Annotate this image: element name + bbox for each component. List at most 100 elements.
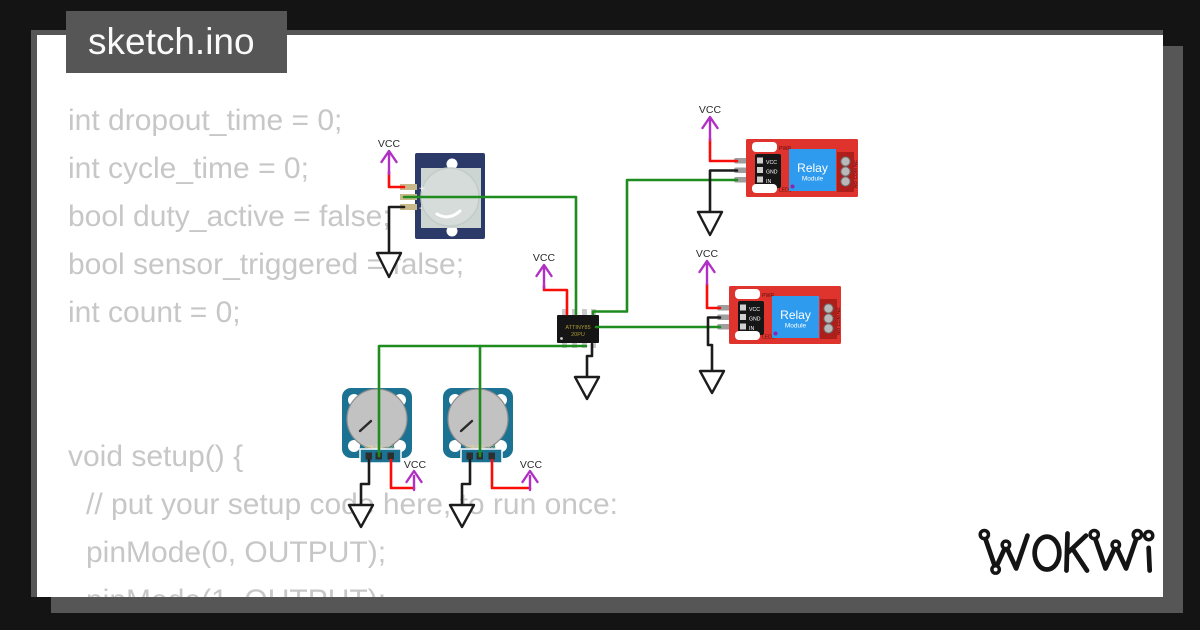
relay-header-pin [740,314,746,320]
pot-pin [365,452,372,460]
wire-relay2-gnd [706,316,722,372]
pot-vcc-label: VCC [488,444,497,449]
vcc-arrow-icon [701,115,719,142]
vcc-label: VCC [520,459,543,471]
relay-pin-in-label: IN [766,179,771,185]
potentiometer-1: GND SIG VCC [342,388,412,464]
vcc-label: VCC [378,138,401,150]
relay-led1-label: LED1 [762,335,775,341]
wire-chip-gnd [585,342,594,378]
chip-label-2: 20PU [571,332,585,338]
pot-vcc-label: VCC [387,444,396,449]
relay-terminal [823,323,834,334]
relay-terminal-labels: NO COM NC [853,159,859,188]
relay-module-2: PWR VCC GND IN LED1 Relay Module N [717,286,842,344]
relay-header-pin [757,157,763,164]
vcc-labels: VCC VCC VCC VCC VCC VCC [378,104,722,471]
vcc-label: VCC [533,252,556,264]
pot-gnd-label: GND [465,444,474,449]
pot-gnd-label: GND [364,444,373,449]
relay-pin-gnd-label: GND [749,317,761,323]
wire-pot2-gnd [460,458,472,506]
ground-icon [573,375,601,401]
relay-pwr-led [735,289,760,299]
pot-pin [466,452,473,460]
relay-block [789,149,836,191]
pot-hole [348,440,360,452]
wire-chip-to-relay1-in [591,178,739,316]
pir-plus-label: + [419,184,425,195]
wire-pot2-vcc [490,458,532,490]
chip-pin [572,309,577,316]
ground-icon [448,503,476,529]
wire-pir-out-to-chip [402,195,578,316]
chip-pin [562,309,567,316]
pot-pin [387,452,394,460]
wokwi-logo-nodes [978,528,1155,575]
canvas-card: int dropout_time = 0; int cycle_time = 0… [31,30,1163,597]
code-line: int dropout_time = 0; [68,104,343,137]
relay-header-pin [740,323,746,330]
relay-dot [790,184,795,189]
circuit-diagram: + - ATTINY85 20PU [342,104,859,529]
relay-pin-in-label: IN [749,326,754,332]
relay-header-pin [757,167,763,173]
vcc-arrow-icon [535,263,553,290]
relay-pwr-label: PWR [779,146,791,152]
vcc-arrow-icon [405,469,423,492]
ground-icon [375,251,403,279]
ground-icon [698,369,726,395]
relay-terminal [823,303,834,314]
sketch-title-box: sketch.ino [66,11,287,73]
vcc-arrows [380,115,719,492]
relay-dot [773,331,778,336]
relay-terminal [840,156,851,167]
sketch-title: sketch.ino [88,21,255,62]
code-line: void setup() { [68,440,244,473]
relay-terminal [840,176,851,187]
pot-knob [346,388,408,450]
wire-pir-gnd [387,205,406,254]
chip-pin [562,341,567,348]
wire-pot1-vcc [389,458,416,490]
chip-pin1-dot [560,337,563,340]
code-line: bool duty_active = false; [68,200,391,233]
wires [359,137,739,506]
pir-dome-shine [435,209,462,219]
relay-terminal-labels: NO COM NC [836,306,842,335]
chip-pin [582,309,587,316]
vcc-arrow-icon [521,469,539,492]
code-line: bool sensor_triggered = false; [68,248,465,281]
relay-subname: Module [802,176,824,183]
wire-pot1-gnd [359,458,371,506]
wire-relay2-vcc [705,282,722,310]
wire-pot1-sig-to-chip [377,344,588,458]
wokwi-logo: WOKWI [978,528,1155,575]
ground-icon [347,503,375,529]
pot-knob-indicator [459,419,474,433]
wokwi-logo-strokes [981,531,1153,573]
pir-hole-top [446,158,458,170]
chip-pin [591,341,596,348]
relay-pwr-label: PWR [762,293,774,299]
code-line: int count = 0; [68,296,241,329]
code-line: pinMode(0, OUTPUT); [86,536,387,569]
relay-block [772,296,819,338]
relay-header-pin [740,304,746,311]
chip-label-1: ATTINY85 [565,325,590,331]
relay-header-pin [757,176,763,183]
chip-body [557,315,599,343]
pir-pin-vcc [400,184,417,190]
pot-hole [449,440,461,452]
vcc-label: VCC [404,459,427,471]
wire-relay1-gnd [708,169,739,213]
relay-led1 [752,184,777,193]
relay-led1 [735,331,760,340]
vcc-arrow-icon [380,149,398,176]
relay-pin-vcc-label: VCC [766,160,777,166]
vcc-label: VCC [699,104,722,116]
ground-icon [696,210,724,237]
relay-led1-label: LED1 [779,188,792,194]
relay-name: Relay [780,308,811,322]
